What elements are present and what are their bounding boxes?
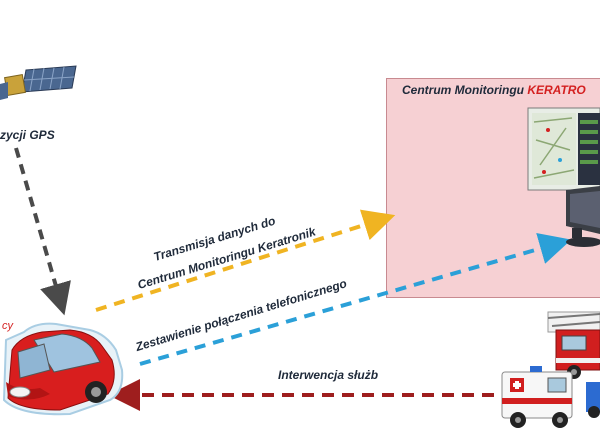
gps-link-arrow xyxy=(14,147,71,316)
gps-satellite-icon xyxy=(0,65,77,100)
ambulance-icon xyxy=(501,366,600,428)
gps-position-label: zycji GPS xyxy=(0,128,55,142)
intervention-label: Interwencja służb xyxy=(278,368,379,382)
car-icon xyxy=(2,322,124,416)
monitoring-center-title: Centrum Monitoringu KERATRO xyxy=(402,83,586,97)
monitoring-center-brand: KERATRO xyxy=(527,83,586,97)
fire-truck-icon xyxy=(547,311,600,379)
transmission-arrow xyxy=(95,209,396,312)
car-label-fragment: cy xyxy=(2,320,13,332)
phone-call-arrow xyxy=(139,233,572,366)
monitoring-center-title-prefix: Centrum Monitoringu xyxy=(402,83,528,97)
monitor-icon xyxy=(527,107,600,247)
